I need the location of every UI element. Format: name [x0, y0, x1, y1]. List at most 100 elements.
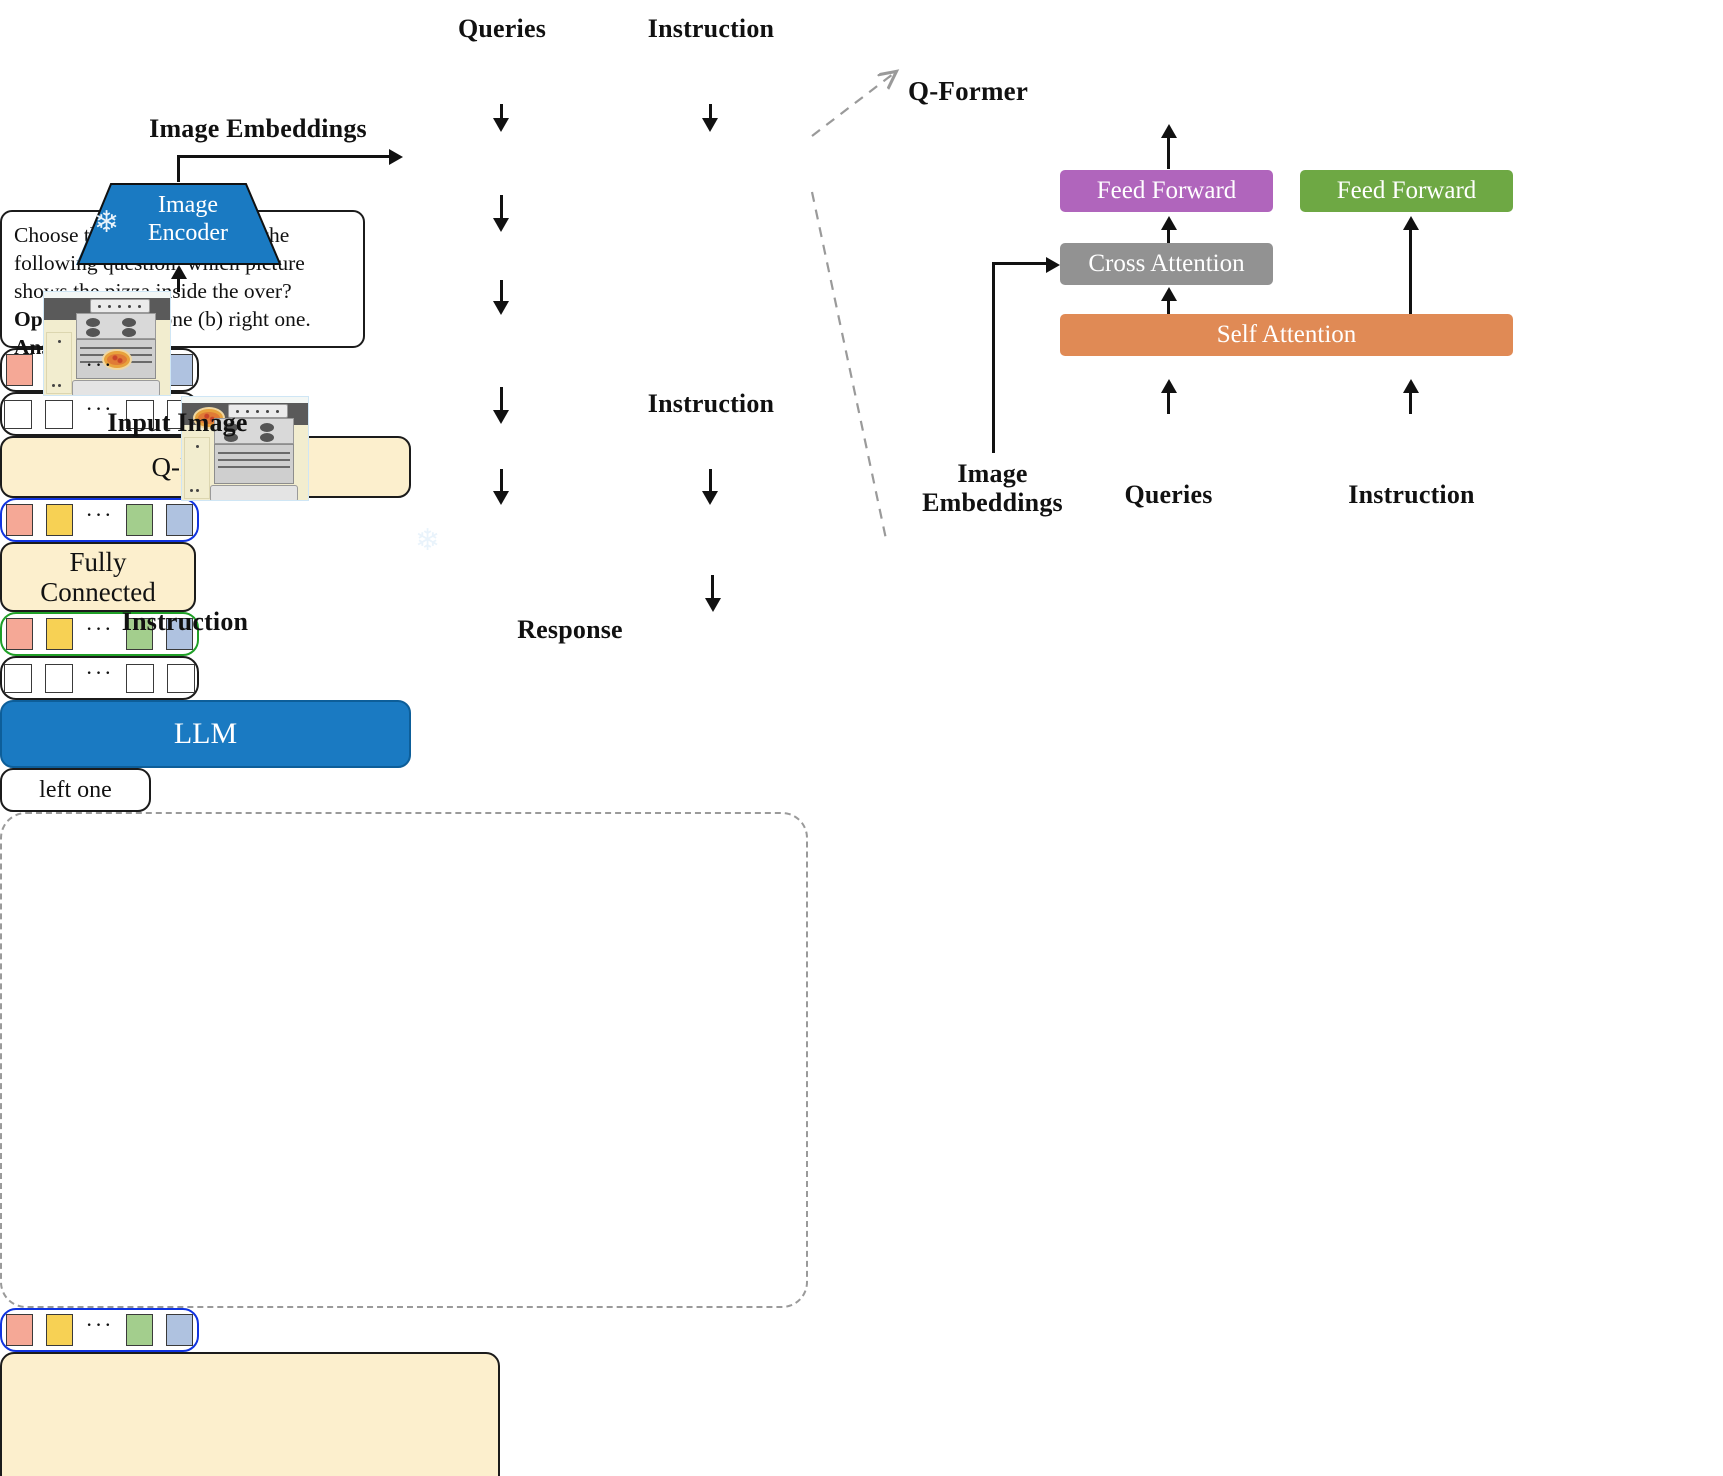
detail-image-embeddings-arrowhead: [1046, 257, 1060, 273]
instruction-to-llm-arrowhead: [702, 491, 718, 505]
detail-output-token-blue: [166, 1314, 194, 1346]
output-token-red: [5, 504, 33, 536]
instruction-token-2: [44, 399, 73, 429]
images-to-encoder-arrowhead: [171, 265, 187, 279]
feed-forward-right-label: Feed Forward: [1336, 177, 1477, 204]
instruction-token-3: [126, 399, 155, 429]
fc-to-green-strip-arrowhead: [493, 410, 509, 424]
instruction-token-mid-4: [167, 663, 196, 693]
self-attention-label: Self Attention: [1216, 321, 1357, 348]
output-token-yellow: [45, 504, 73, 536]
instruction-to-llm-line: [709, 469, 712, 495]
output-to-fc-arrowhead: [493, 301, 509, 315]
images-to-encoder-line: [177, 275, 180, 292]
output-to-fc-line: [500, 280, 503, 305]
input-image-label: Input Image: [107, 408, 248, 437]
qformer-output-token-strip[interactable]: ···: [0, 498, 199, 542]
llm-to-response-line: [711, 575, 714, 603]
instruction-token-mid-1: [3, 663, 32, 693]
instruction-token-mid-3: [126, 663, 155, 693]
callout-connector-lines: [810, 0, 1723, 540]
qformer-detail-panel: [0, 812, 808, 1308]
query-token-red: [5, 354, 33, 386]
instruction-label-top: Instruction: [647, 14, 775, 43]
fc-to-green-strip-line: [500, 387, 503, 415]
output-token-green: [126, 504, 154, 536]
instruction-label-mid: Instruction: [647, 389, 775, 418]
cross-to-ff-arrowhead: [1161, 216, 1177, 230]
queries-to-qformer-line: [500, 104, 503, 124]
self-to-cross-line: [1167, 292, 1170, 314]
self-to-cross-arrowhead: [1161, 287, 1177, 301]
detail-instruction-to-self-arrowhead: [1403, 379, 1419, 393]
snowflake-icon-encoder: ❄: [94, 206, 120, 239]
image-encoder-block[interactable]: [76, 183, 281, 265]
tokens-to-llm-line: [500, 469, 503, 495]
snowflake-icon-llm: ❄: [415, 524, 441, 557]
instruction-to-qformer-arrowhead: [702, 118, 718, 132]
pizza-in-oven-left: [102, 349, 132, 370]
ff-left-to-output-line: [1167, 128, 1170, 169]
detail-image-embeddings-hline: [992, 262, 1048, 265]
detail-output-token-yellow: [45, 1314, 73, 1346]
fully-connected-label-line2: Connected: [40, 577, 156, 607]
fully-connected-block[interactable]: Fully Connected: [0, 542, 196, 612]
instruction-caption-bottom-left: Instruction: [121, 607, 249, 636]
detail-queries-to-self-arrowhead: [1161, 379, 1177, 393]
image-encoder-label-line2: Encoder: [148, 219, 228, 246]
output-token-blue: [166, 504, 194, 536]
ellipsis-icon: ···: [85, 1311, 114, 1337]
queries-label-main: Queries: [457, 14, 547, 43]
qformer-detail-title: Q-Former: [908, 76, 1029, 106]
instruction-to-qformer-line: [709, 104, 712, 124]
self-to-ff-right-line: [1409, 222, 1412, 314]
self-to-ff-right-arrowhead: [1403, 216, 1419, 230]
llm-input-token-strip[interactable]: ···: [0, 612, 199, 656]
qformer-inner-container: [0, 1352, 500, 1476]
encoder-to-qformer-line-vertical: [177, 155, 180, 182]
feed-forward-left-bar[interactable]: Feed Forward: [1060, 170, 1273, 212]
llm-input-token-green: [126, 618, 154, 650]
llm-input-token-yellow: [45, 618, 73, 650]
detail-instruction-label: Instruction: [1348, 480, 1475, 509]
instruction-token-strip-mid[interactable]: ···: [0, 656, 199, 700]
image-encoder-label-line1: Image: [158, 192, 218, 218]
llm-input-token-red: [5, 618, 33, 650]
response-value: left one: [39, 776, 112, 803]
detail-image-embeddings-label-line2: Embeddings: [922, 488, 1063, 518]
cross-attention-label: Cross Attention: [1088, 250, 1245, 277]
qformer-to-output-line: [500, 195, 503, 223]
encoder-to-qformer-line-horizontal: [177, 155, 390, 158]
encoder-to-qformer-arrowhead: [389, 149, 403, 165]
fully-connected-label-line1: Fully: [69, 546, 127, 577]
instruction-token-mid-2: [44, 663, 73, 693]
input-image-right[interactable]: [181, 396, 309, 501]
detail-instruction-to-self-line: [1409, 385, 1412, 414]
detail-queries-label: Queries: [1124, 480, 1213, 509]
detail-queries-to-self-line: [1167, 385, 1170, 414]
llm-to-response-arrowhead: [705, 598, 721, 612]
tokens-to-llm-arrowhead: [493, 491, 509, 505]
ff-left-to-output-arrowhead: [1161, 124, 1177, 138]
detail-output-token-green: [126, 1314, 154, 1346]
instruction-token-1: [3, 399, 32, 429]
cross-attention-bar[interactable]: Cross Attention: [1060, 243, 1273, 285]
detail-image-embeddings-label: Image Embeddings: [910, 459, 1075, 517]
image-embeddings-label-main: Image Embeddings: [149, 114, 367, 143]
detail-image-embeddings-vline: [992, 264, 995, 453]
detail-output-token-red: [5, 1314, 33, 1346]
queries-to-qformer-arrowhead: [493, 118, 509, 132]
self-attention-bar[interactable]: Self Attention: [1060, 314, 1513, 356]
image-encoder-label: Image Encoder: [128, 192, 248, 247]
feed-forward-right-bar[interactable]: Feed Forward: [1300, 170, 1513, 212]
image-encoder-outline: [76, 183, 282, 265]
cross-to-ff-line: [1167, 222, 1170, 243]
qformer-to-output-arrowhead: [493, 218, 509, 232]
detail-output-token-strip[interactable]: ···: [0, 1308, 199, 1352]
response-box[interactable]: left one: [0, 768, 151, 812]
response-label: Response: [517, 615, 623, 644]
detail-image-embeddings-label-line1: Image: [957, 459, 1028, 488]
llm-input-token-blue: [166, 618, 194, 650]
input-image-left[interactable]: [43, 291, 171, 396]
